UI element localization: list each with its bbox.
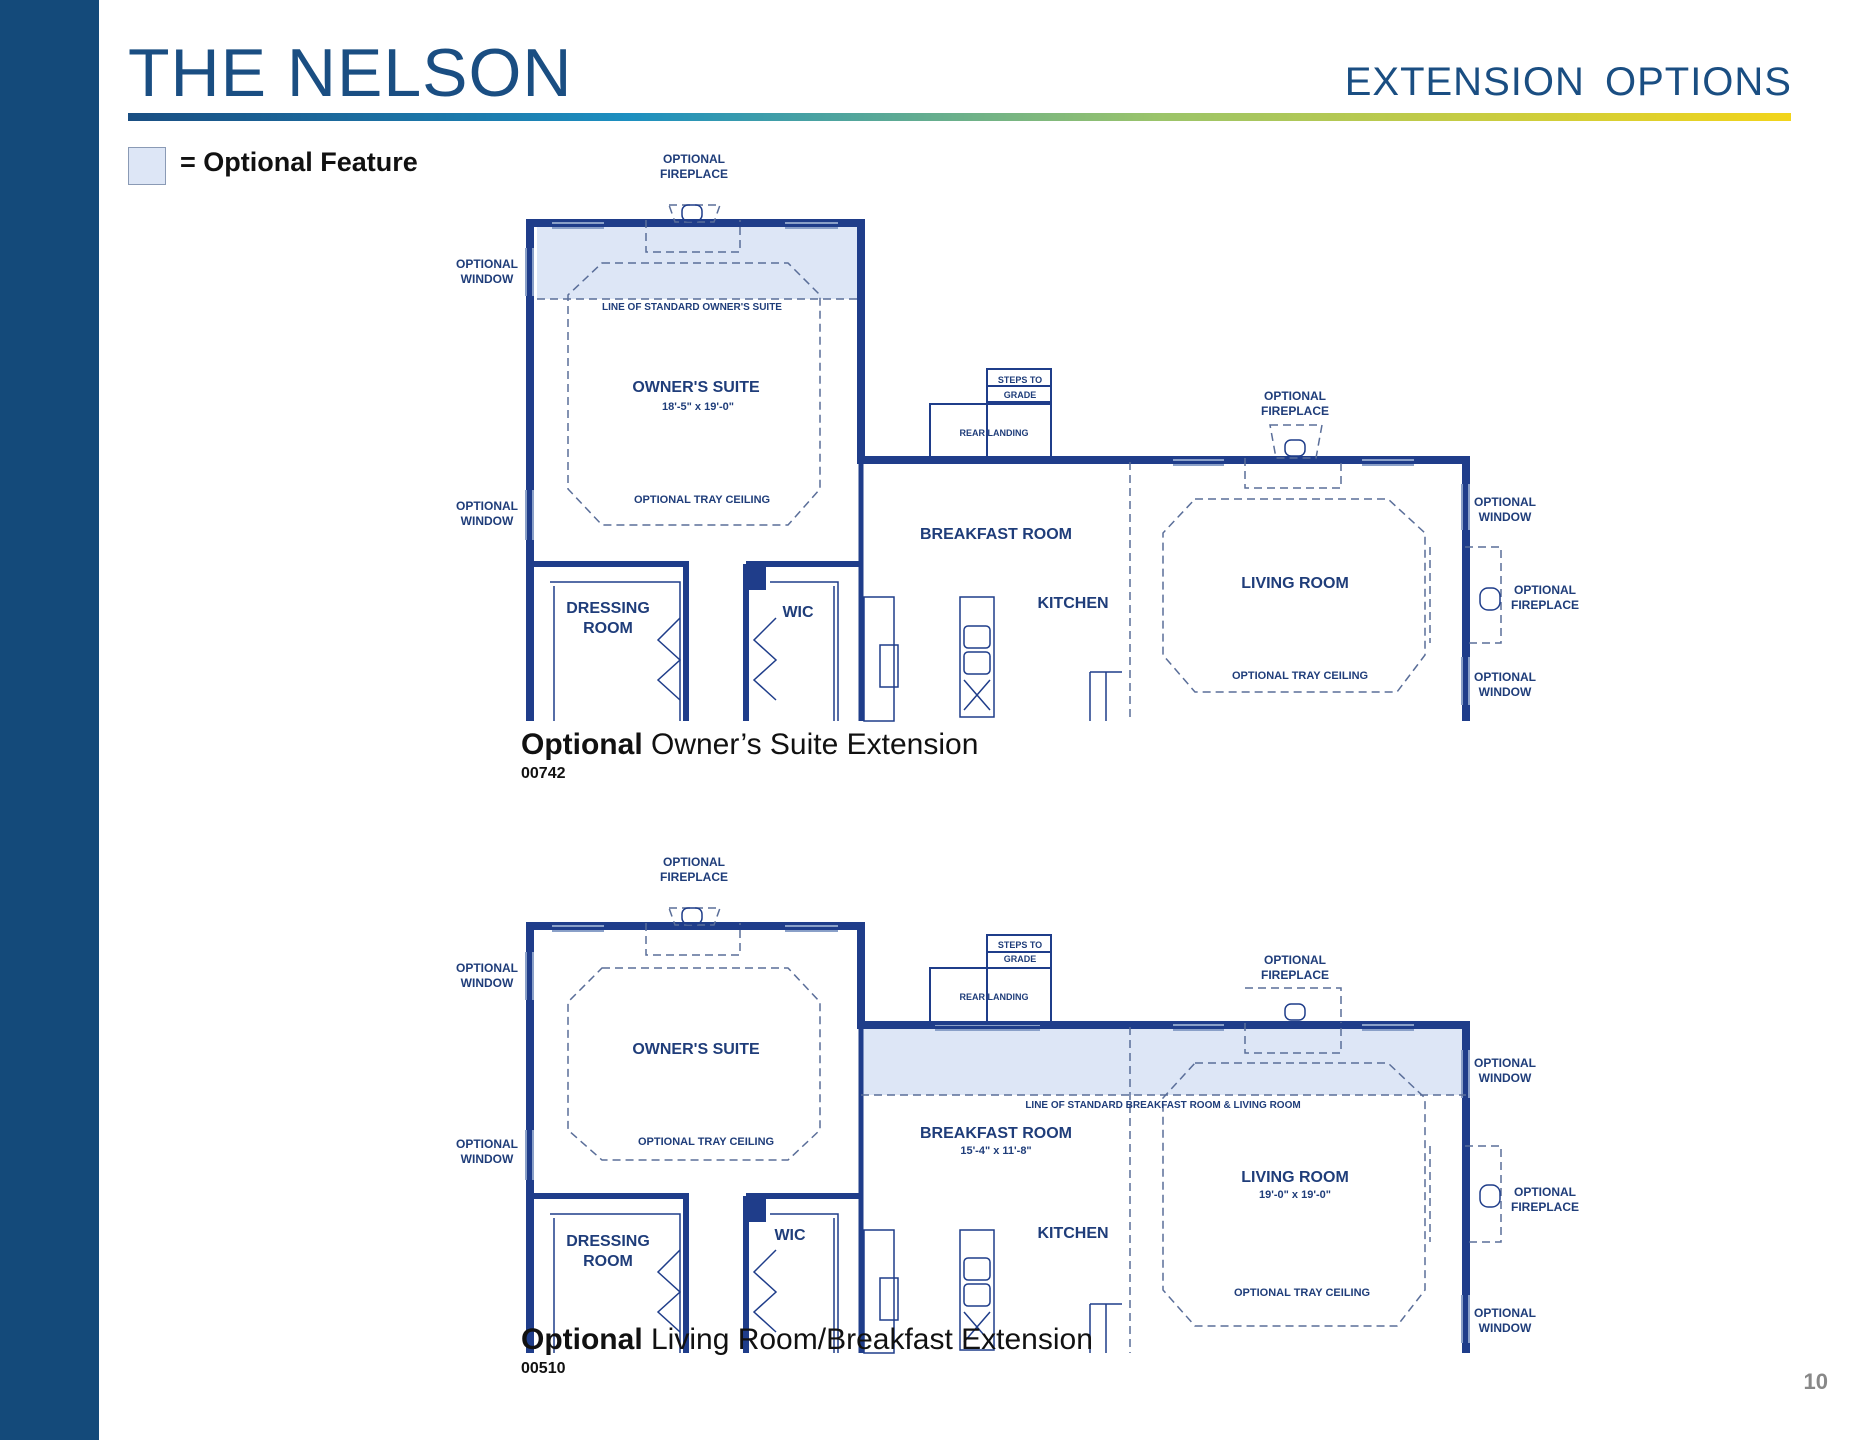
caption-plan-2-rest: Living Room/Breakfast Extension xyxy=(642,1323,1093,1356)
label-window-mid-2: WINDOW xyxy=(461,514,514,528)
label-window-mid-1: OPTIONAL xyxy=(456,1137,518,1151)
label-rear-landing: REAR LANDING xyxy=(960,992,1029,1002)
plan-code-2: 00510 xyxy=(521,1360,566,1377)
page-number: 10 xyxy=(1803,1369,1828,1394)
label-fireplace-top-2: FIREPLACE xyxy=(660,167,728,181)
label-living-tray: OPTIONAL TRAY CEILING xyxy=(1232,670,1368,682)
label-breakfast-dim: 15'-4" x 11'-8" xyxy=(960,1145,1031,1157)
label-dressing-room-2: ROOM xyxy=(583,620,633,637)
caption-plan-1-bold: Optional xyxy=(521,728,643,761)
label-fireplace-living-2: FIREPLACE xyxy=(1261,404,1329,418)
label-living-tray: OPTIONAL TRAY CEILING xyxy=(1234,1287,1370,1299)
caption-plan-2-bold: Optional xyxy=(521,1323,643,1356)
plan-code-1: 00742 xyxy=(521,765,566,782)
label-window-upper-2: WINDOW xyxy=(461,272,514,286)
label-window-right-lower-1: OPTIONAL xyxy=(1474,670,1536,684)
label-window-right-lower-2: WINDOW xyxy=(1479,1321,1532,1335)
label-wic: WIC xyxy=(774,1227,806,1244)
label-living-dim: 19'-0" x 19'-0" xyxy=(1259,1189,1331,1201)
label-kitchen: KITCHEN xyxy=(1037,1225,1108,1242)
sidebar-band xyxy=(0,0,99,1440)
label-steps-2: GRADE xyxy=(1004,954,1037,964)
label-fireplace-living-2: FIREPLACE xyxy=(1261,968,1329,982)
floor-plan-owners-suite-extension: OPTIONAL FIREPLACE OPTIONAL WINDOW OPTIO… xyxy=(456,152,1579,722)
label-breakfast-room: BREAKFAST ROOM xyxy=(920,526,1072,543)
label-rear-landing: REAR LANDING xyxy=(960,428,1029,438)
label-dressing-room-2: ROOM xyxy=(583,1253,633,1270)
label-window-right-upper-2: WINDOW xyxy=(1479,510,1532,524)
label-steps-1: STEPS TO xyxy=(998,940,1042,950)
label-fireplace-right-2: FIREPLACE xyxy=(1511,1200,1579,1214)
label-fireplace-top-1: OPTIONAL xyxy=(663,855,725,869)
label-fireplace-right-1: OPTIONAL xyxy=(1514,1185,1576,1199)
label-breakfast-room: BREAKFAST ROOM xyxy=(920,1125,1072,1142)
header-gradient-bar xyxy=(128,113,1791,121)
page-title: THE NELSON xyxy=(128,35,573,111)
label-kitchen: KITCHEN xyxy=(1037,595,1108,612)
floor-plan-living-breakfast-extension: OPTIONAL FIREPLACE OPTIONAL WINDOW OPTIO… xyxy=(456,855,1579,1354)
label-window-mid-1: OPTIONAL xyxy=(456,499,518,513)
label-window-right-lower-2: WINDOW xyxy=(1479,685,1532,699)
label-standard-line: LINE OF STANDARD BREAKFAST ROOM & LIVING… xyxy=(1025,1100,1300,1111)
caption-plan-2: Optional Living Room/Breakfast Extension xyxy=(521,1323,1093,1357)
label-window-upper-1: OPTIONAL xyxy=(456,961,518,975)
page-subtitle: EXTENSION OPTIONS xyxy=(1344,60,1792,104)
label-window-right-lower-1: OPTIONAL xyxy=(1474,1306,1536,1320)
label-fireplace-top-1: OPTIONAL xyxy=(663,152,725,166)
caption-plan-1: Optional Owner’s Suite Extension xyxy=(521,728,978,762)
label-owners-suite: OWNER'S SUITE xyxy=(632,1041,760,1058)
label-tray-ceiling: OPTIONAL TRAY CEILING xyxy=(634,494,770,506)
optional-area-fill xyxy=(861,1025,1466,1095)
label-fireplace-right-2: FIREPLACE xyxy=(1511,598,1579,612)
label-fireplace-top-2: FIREPLACE xyxy=(660,870,728,884)
label-fireplace-right-1: OPTIONAL xyxy=(1514,583,1576,597)
label-steps-2: GRADE xyxy=(1004,390,1037,400)
legend-label: = Optional Feature xyxy=(180,147,418,177)
label-window-right-upper-2: WINDOW xyxy=(1479,1071,1532,1085)
label-living-room: LIVING ROOM xyxy=(1241,1169,1349,1186)
label-window-upper-1: OPTIONAL xyxy=(456,257,518,271)
label-window-upper-2: WINDOW xyxy=(461,976,514,990)
optional-area-fill xyxy=(537,223,861,299)
label-window-right-upper-1: OPTIONAL xyxy=(1474,495,1536,509)
caption-plan-1-rest: Owner’s Suite Extension xyxy=(642,728,979,761)
label-fireplace-living-1: OPTIONAL xyxy=(1264,953,1326,967)
label-steps-1: STEPS TO xyxy=(998,375,1042,385)
label-dressing-room-1: DRESSING xyxy=(566,600,650,617)
label-fireplace-living-1: OPTIONAL xyxy=(1264,389,1326,403)
label-window-mid-2: WINDOW xyxy=(461,1152,514,1166)
label-living-room: LIVING ROOM xyxy=(1241,575,1349,592)
label-window-right-upper-1: OPTIONAL xyxy=(1474,1056,1536,1070)
label-standard-line: LINE OF STANDARD OWNER'S SUITE xyxy=(602,302,782,313)
label-owners-suite-dim: 18'-5" x 19'-0" xyxy=(662,401,734,413)
label-tray-ceiling: OPTIONAL TRAY CEILING xyxy=(638,1136,774,1148)
label-owners-suite: OWNER'S SUITE xyxy=(632,379,760,396)
label-dressing-room-1: DRESSING xyxy=(566,1233,650,1250)
label-wic: WIC xyxy=(782,604,814,621)
legend-swatch xyxy=(128,147,166,185)
